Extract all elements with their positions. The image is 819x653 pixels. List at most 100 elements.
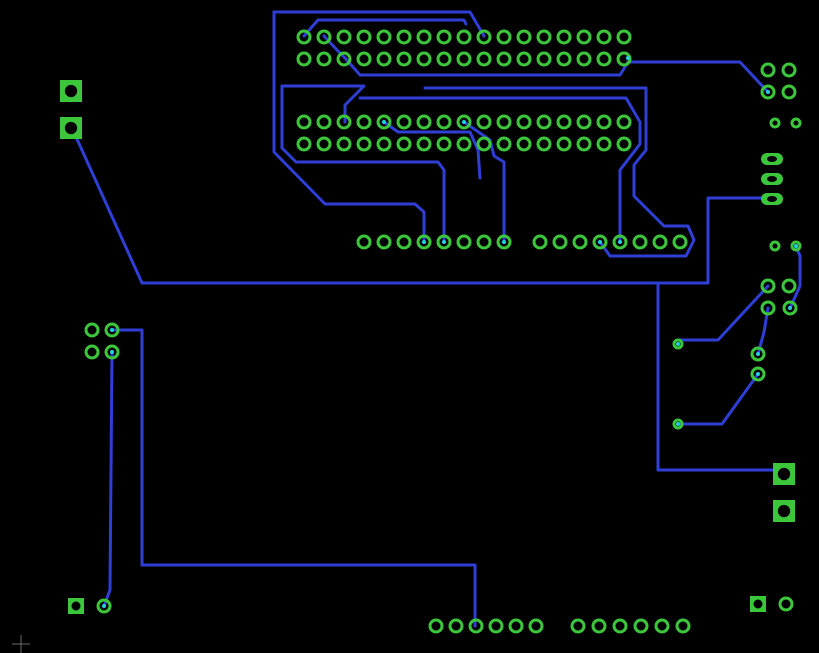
round-pad (516, 29, 532, 45)
via-center (676, 422, 680, 426)
round-pad (591, 618, 607, 634)
round-pad (760, 300, 776, 316)
round-pad (592, 234, 608, 250)
round-pad (428, 618, 444, 634)
round-pad (616, 29, 632, 45)
round-pad (769, 117, 781, 129)
round-pad (760, 62, 776, 78)
round-pad (496, 29, 512, 45)
via-center (766, 90, 770, 94)
round-pad (572, 234, 588, 250)
round-pad (556, 29, 572, 45)
round-pad (436, 29, 452, 45)
round-pad (596, 51, 612, 67)
round-pad (496, 51, 512, 67)
round-pad (790, 240, 802, 252)
pad-hole (64, 84, 78, 98)
round-pad (616, 51, 632, 67)
round-pad (436, 234, 452, 250)
round-pad (476, 234, 492, 250)
round-pad (416, 136, 432, 152)
round-pad (556, 114, 572, 130)
round-pad (316, 114, 332, 130)
round-pad (516, 51, 532, 67)
round-pad (781, 278, 797, 294)
trace (102, 350, 114, 608)
round-pad (652, 234, 668, 250)
trace (676, 372, 760, 426)
pad-hole (767, 176, 777, 182)
trace (358, 96, 642, 244)
round-pad (536, 51, 552, 67)
round-pad (576, 29, 592, 45)
round-pad (782, 300, 798, 316)
round-pad (416, 29, 432, 45)
round-pad (496, 136, 512, 152)
round-pad (436, 51, 452, 67)
via-center (442, 240, 446, 244)
round-pad (336, 114, 352, 130)
round-pad (672, 418, 684, 430)
pad-hole (753, 599, 763, 609)
via-center (794, 244, 798, 248)
trace (423, 86, 696, 258)
trace (343, 56, 770, 94)
round-pad (84, 322, 100, 338)
round-pad (528, 618, 544, 634)
round-pad (416, 114, 432, 130)
round-pad (576, 136, 592, 152)
round-pad (376, 136, 392, 152)
round-pad (356, 51, 372, 67)
round-pad (296, 29, 312, 45)
round-pad (436, 114, 452, 130)
round-pad (576, 114, 592, 130)
round-pad (781, 62, 797, 78)
round-pad (456, 136, 472, 152)
round-pad (336, 136, 352, 152)
round-pad (654, 618, 670, 634)
round-pad (612, 234, 628, 250)
round-pad (476, 51, 492, 67)
trace (272, 10, 486, 38)
round-pad (496, 234, 512, 250)
via-center (626, 56, 630, 60)
round-pad (468, 618, 484, 634)
round-pad (296, 114, 312, 130)
pad-hole (64, 121, 78, 135)
round-pad (488, 618, 504, 634)
round-pad (632, 234, 648, 250)
round-pad (596, 136, 612, 152)
round-pad (396, 114, 412, 130)
round-pad (769, 240, 781, 252)
round-pad (556, 51, 572, 67)
round-pad (552, 234, 568, 250)
round-pad (476, 136, 492, 152)
trace (676, 284, 770, 342)
round-pad (570, 618, 586, 634)
round-pad (416, 234, 432, 250)
round-pad (336, 51, 352, 67)
round-pad (536, 136, 552, 152)
trace (756, 306, 770, 356)
round-pad (104, 322, 120, 338)
round-pad (396, 136, 412, 152)
via-center (462, 120, 466, 124)
round-pad (356, 234, 372, 250)
round-pad (396, 29, 412, 45)
round-pad (456, 114, 472, 130)
round-pad (296, 51, 312, 67)
round-pad (672, 338, 684, 350)
round-pad (436, 136, 452, 152)
via-center (618, 240, 622, 244)
round-pad (672, 234, 688, 250)
via-center (382, 120, 386, 124)
pad-hole (777, 467, 791, 481)
round-pad (96, 598, 112, 614)
via-center (102, 604, 106, 608)
round-pad (781, 84, 797, 100)
round-pad (376, 234, 392, 250)
via-center (110, 328, 114, 332)
via-center (676, 342, 680, 346)
crosshair-icon (12, 635, 30, 653)
